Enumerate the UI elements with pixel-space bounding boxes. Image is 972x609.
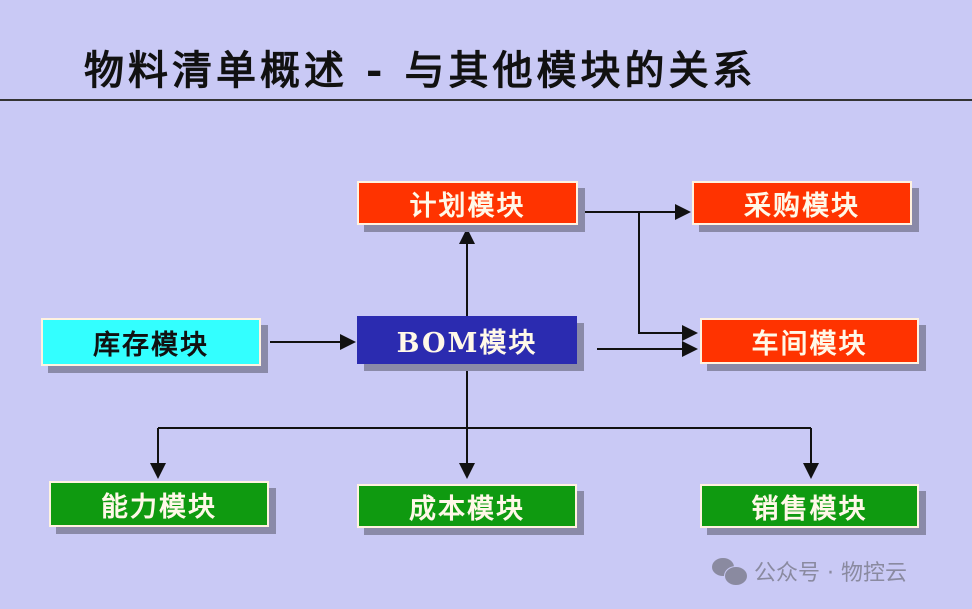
- wechat-icon: [712, 558, 748, 586]
- sales-module: 销售模块: [700, 484, 919, 528]
- arrow-plan-to-workshop: [638, 212, 698, 341]
- workshop-module: 车间模块: [700, 318, 919, 364]
- watermark: 公众号 · 物控云: [712, 555, 907, 587]
- cost-module: 成本模块: [357, 484, 577, 528]
- bom-module: BOM模块: [357, 316, 577, 364]
- capacity-module: 能力模块: [49, 481, 269, 527]
- slide-title: 物料清单概述 - 与其他模块的关系: [84, 47, 757, 94]
- plan-module: 计划模块: [357, 181, 578, 225]
- purchase-module: 采购模块: [692, 181, 912, 225]
- title-divider: [0, 99, 972, 101]
- inventory-module: 库存模块: [41, 318, 261, 366]
- watermark-text: 公众号 · 物控云: [754, 561, 907, 586]
